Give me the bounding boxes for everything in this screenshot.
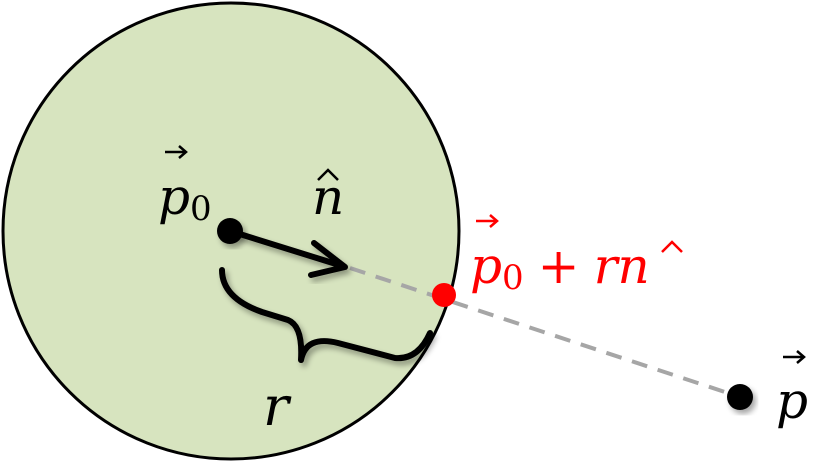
surface-point-label: p0+rn bbox=[470, 214, 683, 298]
normal-label: n bbox=[312, 168, 344, 226]
hat-icon bbox=[661, 240, 683, 253]
center-point bbox=[217, 218, 243, 244]
surface-point bbox=[432, 283, 456, 307]
vector-arrow-icon bbox=[783, 350, 806, 364]
vector-arrow-icon bbox=[165, 145, 188, 159]
radius-brace bbox=[219, 267, 433, 363]
svg-text:p0: p0 bbox=[158, 168, 212, 229]
vector-arrow-icon bbox=[476, 214, 499, 228]
center-label: p0 bbox=[158, 145, 212, 229]
external-point bbox=[727, 384, 753, 410]
normal-arrow bbox=[227, 228, 348, 278]
svg-text:p: p bbox=[776, 372, 808, 430]
hat-icon bbox=[317, 168, 339, 181]
svg-text:n: n bbox=[312, 168, 344, 226]
svg-text:p0+rn: p0+rn bbox=[470, 237, 650, 298]
point-label: p bbox=[776, 350, 808, 430]
radius-label: r bbox=[263, 375, 292, 438]
dashed-line bbox=[349, 266, 741, 399]
